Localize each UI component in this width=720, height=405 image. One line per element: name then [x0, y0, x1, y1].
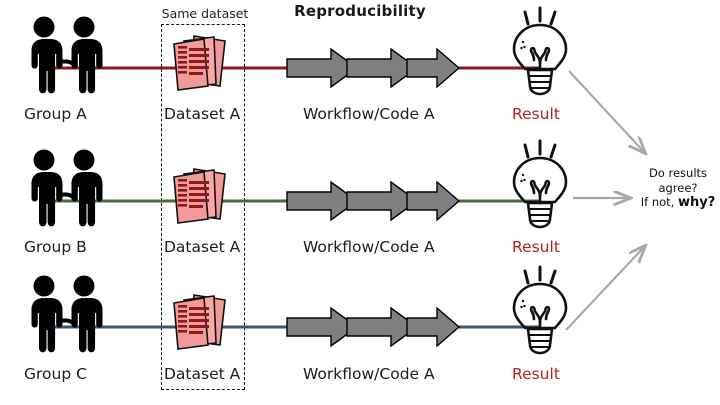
handshake-people-icon	[31, 275, 103, 353]
workflow-c-label: Workflow/Code A	[303, 365, 435, 383]
question-line-2: agree?	[658, 180, 698, 195]
triple-chevron-arrow-icon	[286, 47, 461, 89]
dataset-a-label-row-a: Dataset A	[164, 105, 241, 123]
result-a-label: Result	[512, 105, 560, 123]
group-a-label: Group A	[24, 105, 87, 123]
question-line-3-prefix: If not,	[640, 195, 678, 209]
dataset-a-label-row-c: Dataset A	[164, 365, 241, 383]
lightbulb-icon	[512, 139, 568, 229]
row-group-a: Group A Dataset A Workflow/Code A	[0, 0, 720, 135]
triple-chevron-arrow-icon	[286, 180, 461, 222]
triple-chevron-arrow-icon	[286, 306, 461, 348]
workflow-b-label: Workflow/Code A	[303, 238, 435, 256]
arrow-up-right-icon	[565, 246, 645, 331]
row-group-b: Group B Dataset A Workflow/Code A	[0, 133, 720, 268]
same-dataset-box	[161, 24, 245, 390]
result-b-label: Result	[512, 238, 560, 256]
question-line-3: If not, why?	[636, 195, 720, 211]
question-text: Do results agree? If not, why?	[636, 166, 720, 211]
documents-icon	[173, 168, 226, 224]
page-title: Reproducibility	[294, 2, 426, 20]
group-b-label: Group B	[24, 238, 87, 256]
result-c-label: Result	[512, 365, 560, 383]
handshake-people-icon	[31, 149, 103, 227]
dataset-a-label-row-b: Dataset A	[164, 238, 241, 256]
arrow-down-right-icon	[568, 70, 645, 153]
handshake-people-icon	[31, 16, 103, 94]
lightbulb-icon	[512, 265, 568, 355]
group-c-label: Group C	[24, 365, 87, 383]
same-dataset-label: Same dataset	[161, 6, 249, 21]
documents-icon	[173, 35, 226, 91]
documents-icon	[173, 294, 226, 350]
question-line-3-emphasis: why?	[677, 195, 716, 210]
lightbulb-icon	[512, 6, 568, 96]
workflow-a-label: Workflow/Code A	[303, 105, 435, 123]
row-group-c: Group C Dataset A Workflow/Code A	[0, 265, 720, 405]
question-line-1: Do results	[648, 166, 708, 180]
